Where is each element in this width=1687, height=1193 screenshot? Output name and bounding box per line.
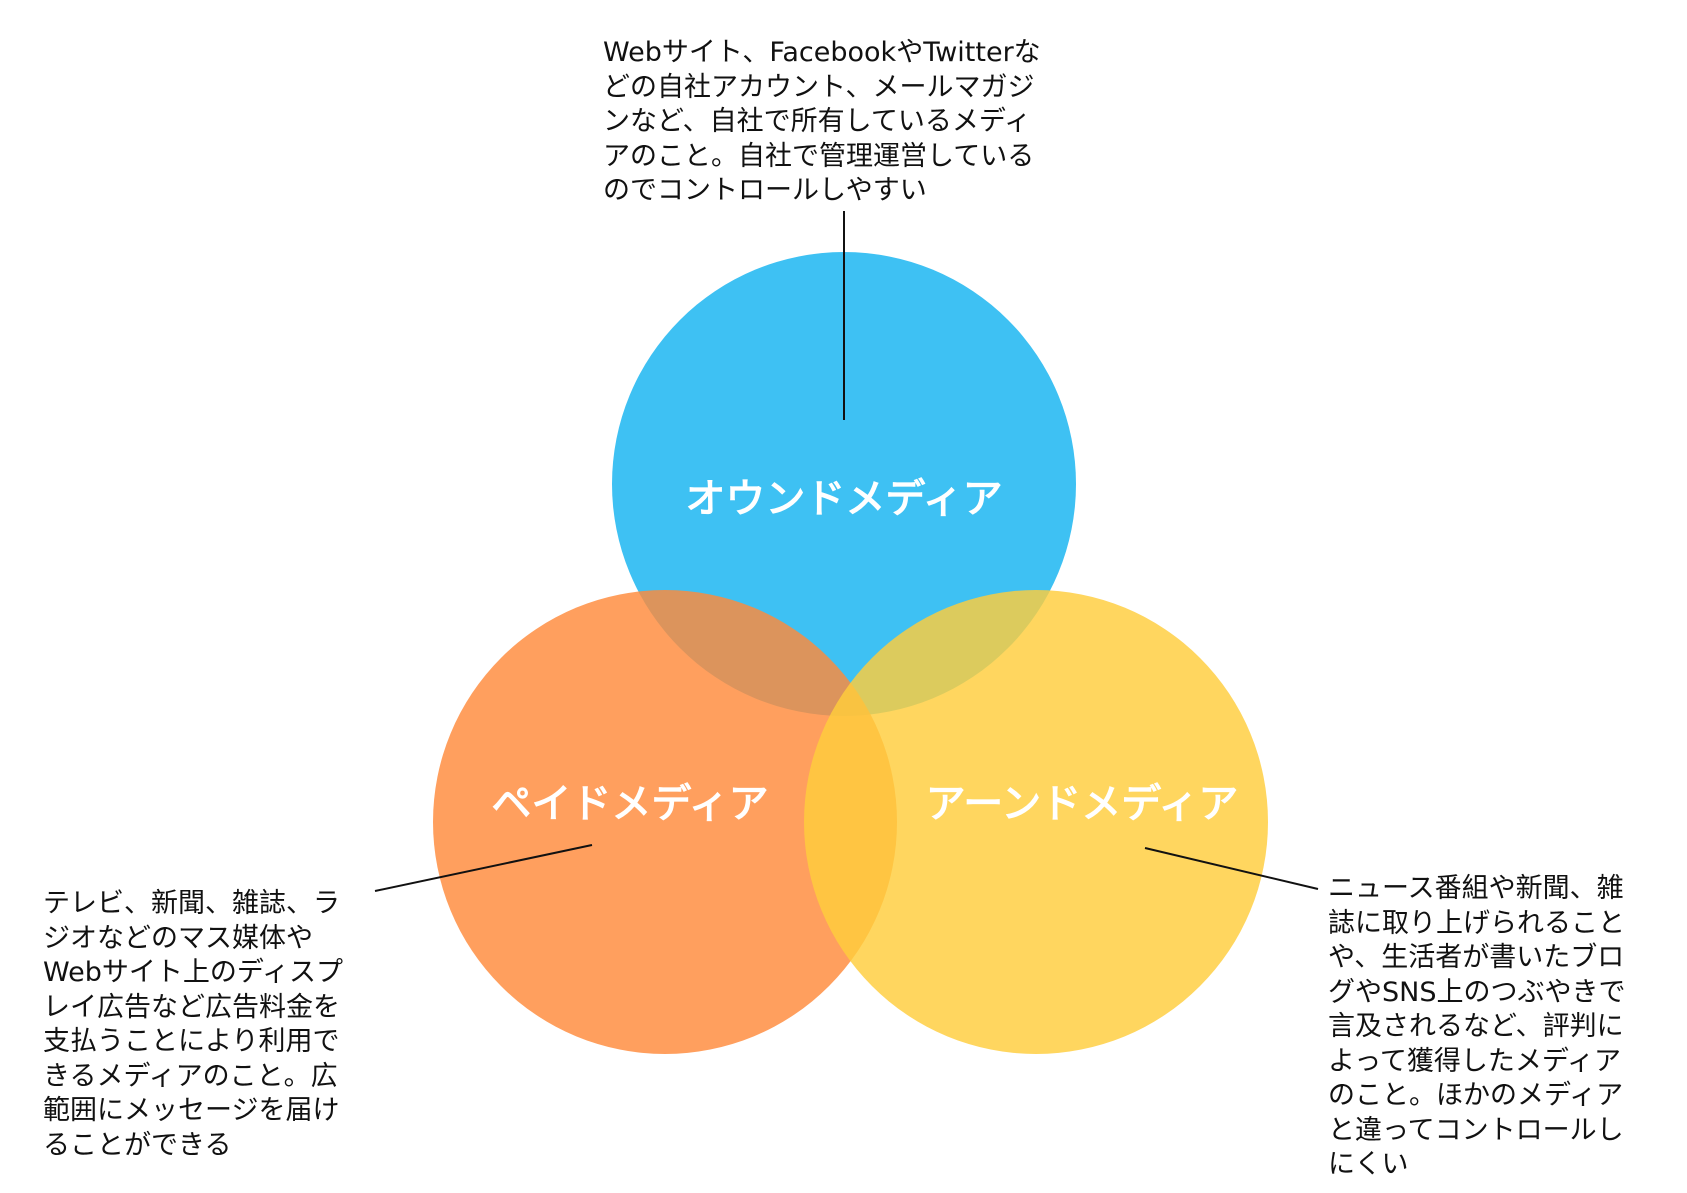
paid-leader-line — [374, 844, 593, 892]
paid-media-description: テレビ、新聞、雑誌、ラ ジオなどのマス媒体や Webサイト上のディスプ レイ広告… — [43, 888, 343, 1161]
earned-media-label: アーンドメディア — [925, 781, 1239, 827]
owned-media-description: Webサイト、FacebookやTwitterな どの自社アカウント、メールマガ… — [603, 37, 1041, 206]
paid-media-circle — [433, 590, 897, 1054]
earned-media-circle — [804, 590, 1268, 1054]
owned-media-label: オウンドメディア — [685, 476, 1003, 522]
earned-leader-line — [1144, 847, 1319, 890]
paid-media-label: ペイドメディア — [491, 781, 769, 827]
earned-media-description: ニュース番組や新聞、雑 誌に取り上げられること や、生活者が書いたブロ グやSN… — [1328, 873, 1626, 1180]
